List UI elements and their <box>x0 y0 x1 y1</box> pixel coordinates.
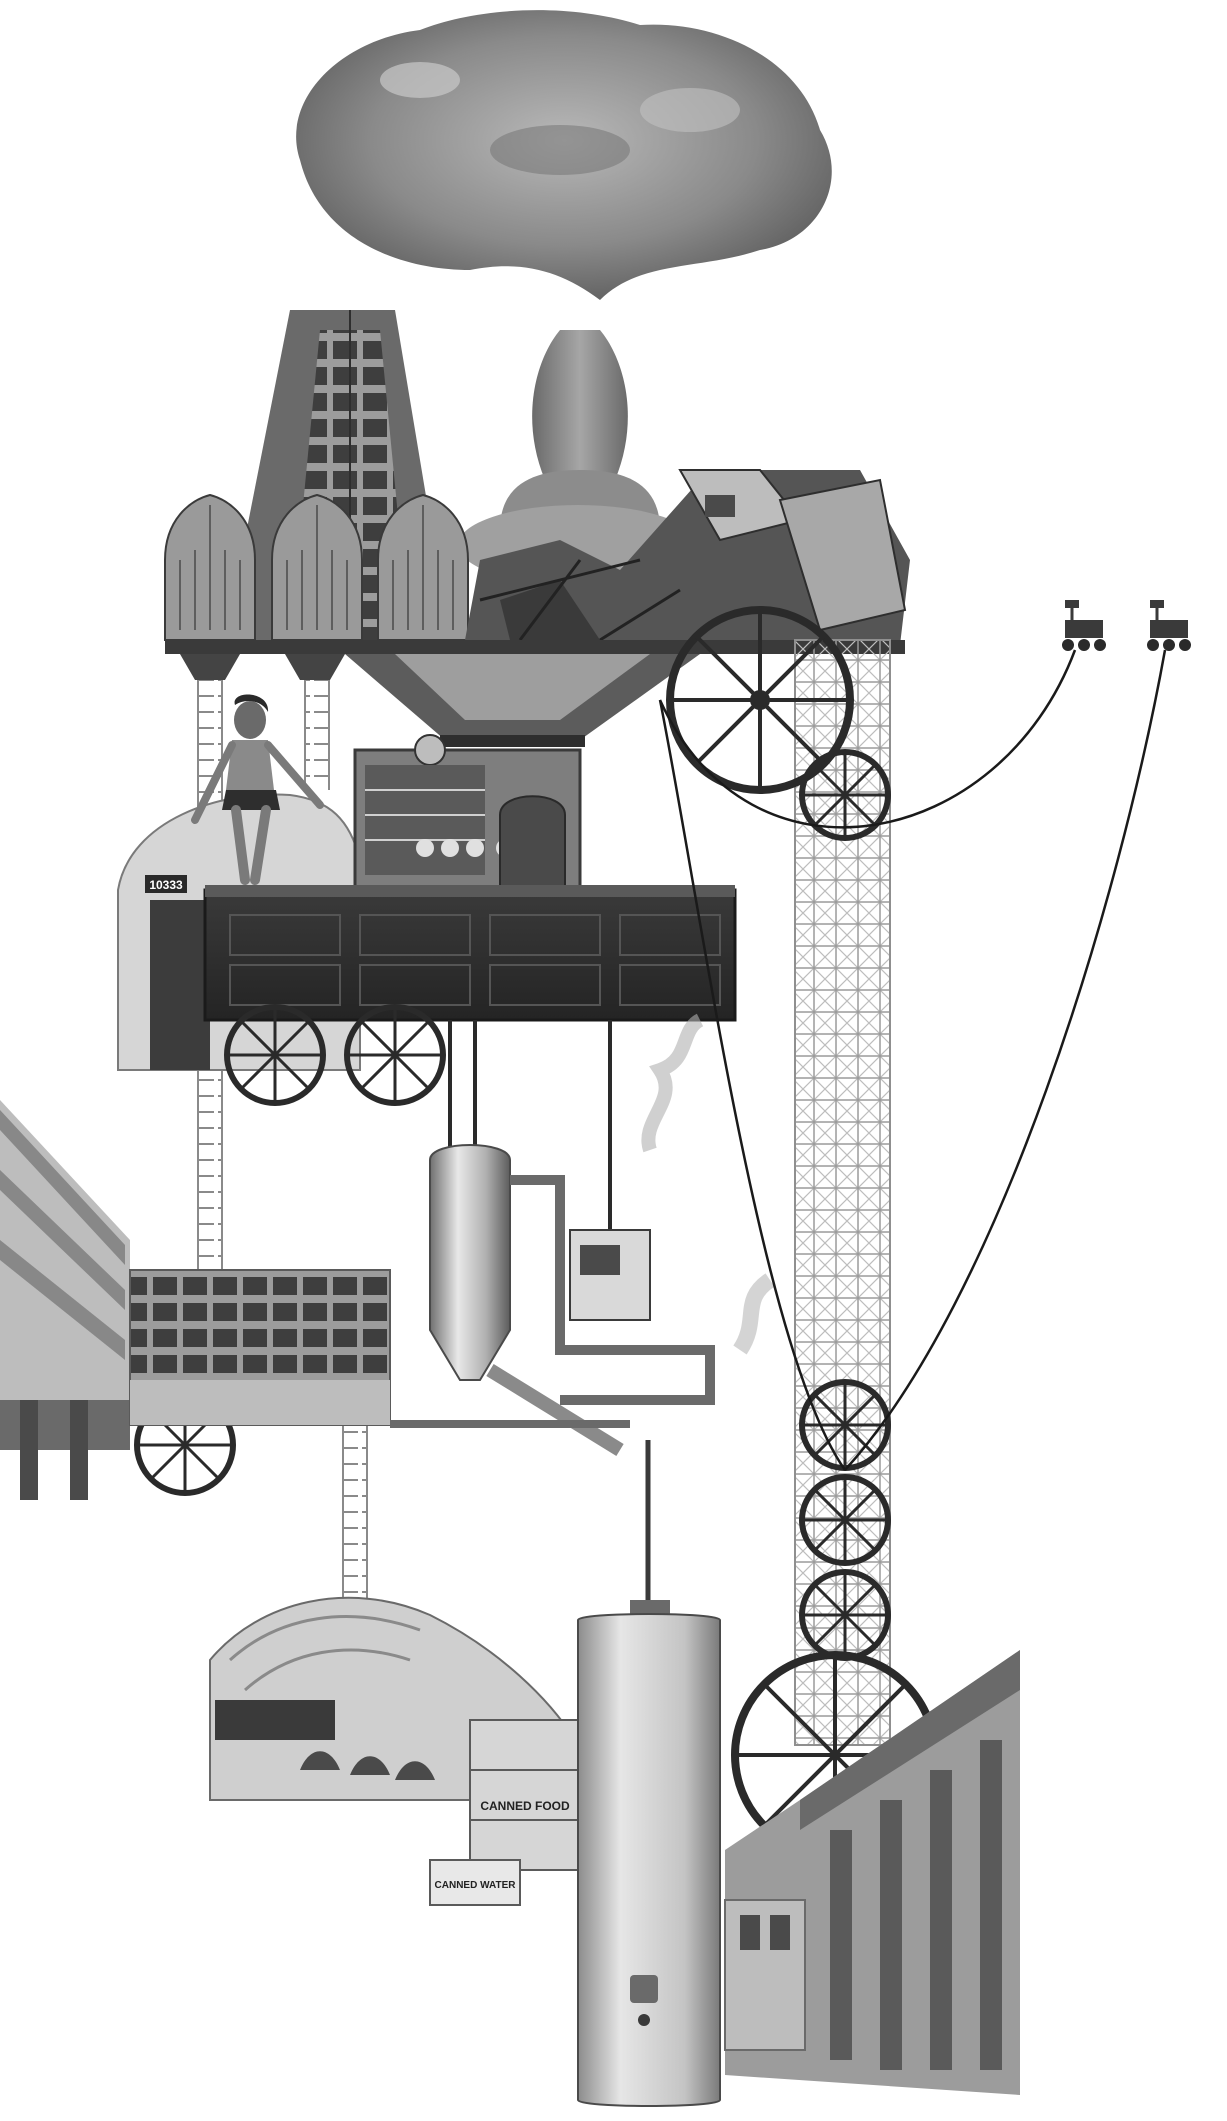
wheel-bar-left <box>224 1004 326 1106</box>
wheel-tower-3 <box>799 1474 891 1566</box>
mars-rovers <box>1062 600 1191 651</box>
wheel-tower-2 <box>799 1379 891 1471</box>
fallout-shelter-interior: CANNED FOOD CANNED WATER <box>209 1596 581 1906</box>
canned-water-label: CANNED WATER <box>435 1880 517 1891</box>
factory-hall <box>724 1650 1020 2095</box>
mars-rover-2 <box>1147 600 1191 651</box>
lantern-domes <box>164 493 469 641</box>
pinup-woman <box>191 694 324 885</box>
wheel-tower-1 <box>799 749 891 841</box>
bar-cabinet <box>203 734 737 1022</box>
canned-food-label: CANNED FOOD <box>480 1799 570 1813</box>
lantern-dome-1 <box>164 493 256 641</box>
lantern-dome-3 <box>377 493 469 641</box>
collapsed-houses <box>465 469 910 645</box>
steam-tank-machinery <box>390 1013 775 1610</box>
wheel-bar-right <box>344 1004 446 1106</box>
wheel-tower-4 <box>799 1569 891 1661</box>
hanging-cable <box>658 649 1167 1471</box>
funnel-platform <box>165 640 905 747</box>
shelter-number: 10333 <box>149 878 183 892</box>
water-heater <box>577 1600 721 2107</box>
wheel-funnel-large <box>666 606 854 794</box>
modernist-building <box>0 1100 391 1500</box>
wagon-wheels <box>134 606 939 1859</box>
mars-rover-1 <box>1062 600 1106 651</box>
lantern-dome-2 <box>271 493 363 641</box>
ladder-lower <box>342 1420 368 1610</box>
ladder-upper-right <box>304 680 330 790</box>
scaffold-tower <box>794 639 891 1746</box>
